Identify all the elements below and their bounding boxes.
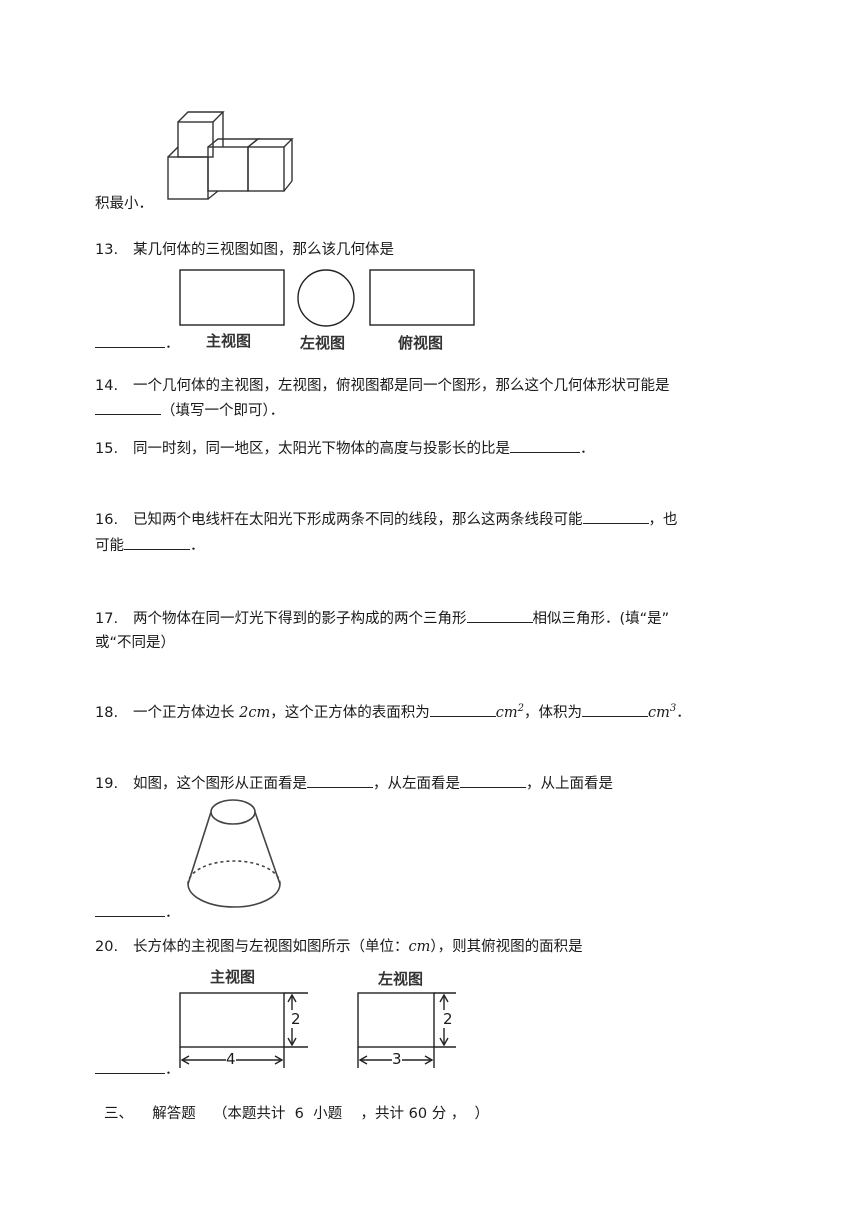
answer-blank[interactable] <box>124 548 190 550</box>
question-text: 一个几何体的主视图，左视图，俯视图都是同一个图形，那么这个几何体形状可能是 <box>133 378 670 394</box>
question-number: 14. <box>95 378 119 394</box>
question-number: 18. <box>95 705 119 721</box>
top-view-caption: 俯视图 <box>398 334 444 352</box>
left-width-label: 3 <box>392 1050 402 1068</box>
q20-answer-line: ． <box>95 1058 180 1079</box>
answer-blank[interactable] <box>307 786 373 788</box>
answer-blank[interactable] <box>95 915 165 917</box>
answer-blank[interactable] <box>466 621 533 623</box>
cube-stack-figure <box>160 104 295 208</box>
q16-line2: 可能． <box>95 538 205 554</box>
three-views-svg <box>179 269 475 327</box>
front-width-label: 4 <box>226 1050 236 1068</box>
section-title: 解答题 <box>152 1106 196 1122</box>
question-17: 17.两个物体在同一灯光下得到的影子构成的两个三角形相似三角形．(填“是” <box>95 611 670 627</box>
section-note: （本题共计 6 小题 ，共计 60 分 ， ） <box>212 1106 490 1122</box>
question-number: 17. <box>95 611 119 627</box>
answer-blank[interactable] <box>95 1072 165 1074</box>
left-view-caption: 左视图 <box>378 970 424 988</box>
frustum-figure <box>178 796 290 916</box>
question-text: 两个物体在同一灯光下得到的影子构成的两个三角形 <box>133 611 467 627</box>
frustum-svg <box>187 799 281 908</box>
question-number: 15. <box>95 441 119 457</box>
q19-answer-line: ． <box>95 901 180 922</box>
front-view-rect <box>179 269 285 326</box>
edge-length: 2cm <box>239 705 271 721</box>
question-number: 19. <box>95 776 119 792</box>
answer-blank[interactable] <box>460 786 526 788</box>
question-text: 已知两个电线杆在太阳光下形成两条不同的线段，那么这两条线段可能 <box>133 512 583 528</box>
question-19: 19.如图，这个图形从正面看是，从左面看是，从上面看是 <box>95 776 613 792</box>
section-index: 三、 <box>104 1106 133 1122</box>
question-number: 20. <box>95 939 119 955</box>
question-text: 某几何体的三视图如图，那么该几何体是 <box>133 242 394 258</box>
question-text: 同一时刻，同一地区，太阳光下物体的高度与投影长的比是 <box>133 441 510 457</box>
left-view-caption: 左视图 <box>300 334 346 352</box>
answer-blank[interactable] <box>95 346 165 348</box>
q13-answer-line: ． <box>95 332 180 353</box>
top-view-rect <box>369 269 475 326</box>
front-view-dim-figure: 主视图 2 4 <box>176 966 312 1076</box>
question-14: 14. 一个几何体的主视图，左视图，俯视图都是同一个图形，那么这个几何体形状可能是 <box>95 374 670 395</box>
three-views-figure: 主视图 左视图 俯视图 <box>178 268 478 352</box>
question-13: 13. 某几何体的三视图如图，那么该几何体是 <box>95 238 394 259</box>
question-16: 16.已知两个电线杆在太阳光下形成两条不同的线段，那么这两条线段可能，也 <box>95 512 678 528</box>
answer-blank[interactable] <box>429 715 496 717</box>
question-number: 13. <box>95 242 119 258</box>
question-20: 20.长方体的主视图与左视图如图所示（单位：cm），则其俯视图的面积是 <box>95 939 583 955</box>
q17-line2: 或“不同是） <box>95 635 176 651</box>
answer-blank[interactable] <box>581 715 648 717</box>
answer-blank[interactable] <box>582 522 649 524</box>
front-view-caption: 主视图 <box>206 332 252 350</box>
section-3-header: 三、 解答题 （本题共计 6 小题 ，共计 60 分 ， ） <box>104 1102 489 1123</box>
question-number: 16. <box>95 512 119 528</box>
q12-tail-text: 积最小． <box>95 196 153 212</box>
question-text: 如图，这个图形从正面看是 <box>133 776 307 792</box>
left-height-label: 2 <box>443 1010 453 1028</box>
left-view-dim-figure: 左视图 2 3 <box>354 966 464 1076</box>
question-15: 15.同一时刻，同一地区，太阳光下物体的高度与投影长的比是． <box>95 441 595 457</box>
front-height-label: 2 <box>291 1010 301 1028</box>
q14-line2: （填写一个即可）． <box>95 399 284 420</box>
answer-blank[interactable] <box>95 413 161 415</box>
cube-stack-svg <box>167 111 294 200</box>
front-view-caption: 主视图 <box>210 968 256 986</box>
answer-blank[interactable] <box>510 451 580 453</box>
left-view-circle <box>297 269 355 327</box>
